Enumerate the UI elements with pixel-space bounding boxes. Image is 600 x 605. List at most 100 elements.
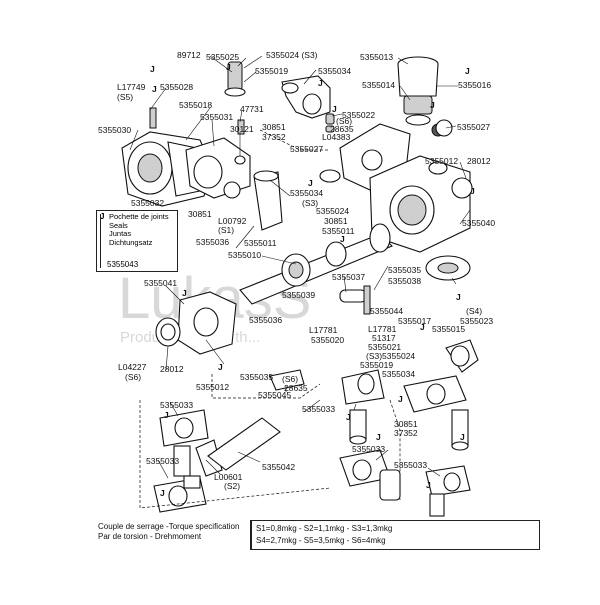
legend-line: Juntas	[109, 229, 132, 238]
part-label: L00792	[218, 216, 247, 226]
seal-marker: J	[152, 84, 157, 94]
part-label: 5355034	[318, 66, 351, 76]
part-label: 5355033	[352, 444, 385, 454]
part-label: 5355024 (S3)	[266, 50, 318, 60]
part-label: 5355027	[457, 122, 490, 132]
legend-line: Dichtungsatz	[109, 237, 153, 247]
part-label: 5355015	[432, 324, 465, 334]
part-label: 5355019	[255, 66, 288, 76]
part-label: 5355041	[144, 278, 177, 288]
part-label: 5355012	[196, 382, 229, 392]
assembly-dashed-lines	[139, 129, 401, 509]
part-label: (S4)	[466, 306, 482, 316]
torque-specification: Couple de serrage -Torque specification …	[98, 520, 540, 550]
part-label: 5355017	[398, 316, 431, 326]
part-label: 5355013	[360, 52, 393, 62]
part-label: (S6)	[125, 372, 141, 382]
part-label: 5355012	[425, 156, 458, 166]
seal-marker: J	[456, 292, 461, 302]
torque-label-line: Par de torsion - Drehmoment	[98, 532, 202, 541]
seal-marker: J	[420, 322, 425, 332]
part-label: 5355035	[240, 372, 273, 382]
seal-marker: J	[332, 104, 337, 114]
seal-marker: J	[340, 234, 345, 244]
part-label: (S2)	[224, 481, 240, 491]
part-label: 5355040	[462, 218, 495, 228]
part-label: 5355024	[316, 206, 349, 216]
part-label: L04383	[322, 132, 351, 142]
seal-marker: J	[398, 394, 403, 404]
seal-marker: J	[465, 66, 470, 76]
part-labels: 89712 5355025 5355024 (S3) 5355019 53550…	[98, 50, 495, 491]
part-label: 5355011	[322, 226, 355, 236]
part-label: 89712	[177, 50, 201, 60]
part-label: 5355037	[332, 272, 365, 282]
part-label: 5355011	[244, 238, 277, 248]
seal-marker: J	[430, 100, 435, 110]
seal-marker: J	[150, 64, 155, 74]
part-label: 5355036	[249, 315, 282, 325]
torque-label: Couple de serrage -Torque specification …	[98, 522, 248, 542]
part-label: 28635	[330, 124, 354, 134]
part-label: 5355025	[206, 52, 239, 62]
part-label: 28012	[467, 156, 491, 166]
part-label: L17781	[309, 325, 338, 335]
seal-marker: J	[460, 432, 465, 442]
part-label: (S6)	[282, 374, 298, 384]
part-label: 5355036	[196, 237, 229, 247]
part-label: 30851	[262, 122, 286, 132]
seal-marker: J	[164, 410, 169, 420]
seal-marker: J	[182, 288, 187, 298]
part-label: 5355033	[302, 404, 335, 414]
part-label: 5355031	[200, 112, 233, 122]
seal-marker: J	[218, 362, 223, 372]
part-label: 5355023	[460, 316, 493, 326]
seal-marker: J	[346, 412, 351, 422]
part-label: 5355020	[311, 335, 344, 345]
part-label: 28012	[160, 364, 184, 374]
torque-values-line: S1=0,8mkg - S2=1,1mkg - S3=1,3mkg	[256, 524, 393, 533]
part-label: 30851	[188, 209, 212, 219]
part-label: 5355045	[258, 390, 291, 400]
torque-values-box: S1=0,8mkg - S2=1,1mkg - S3=1,3mkg S4=2,7…	[250, 520, 540, 550]
part-label: (S6)	[336, 116, 352, 126]
seal-markers: J J J J J J J J J J J J J J J J J J J J …	[150, 62, 475, 498]
seal-marker: J	[426, 480, 431, 490]
part-label: 5355033	[160, 400, 193, 410]
part-label: 5355019	[360, 360, 393, 370]
legend-marker: J	[100, 212, 105, 221]
part-label: 5355014	[362, 80, 395, 90]
part-label: 37352	[262, 132, 286, 142]
part-label: 5355034	[382, 369, 415, 379]
part-label: L17749	[117, 82, 146, 92]
part-label: 5355021	[368, 342, 401, 352]
part-label: L00601	[214, 472, 243, 482]
part-label: (S1)	[218, 225, 234, 235]
legend-line: Seals	[109, 220, 128, 230]
part-label: 51317	[372, 333, 396, 343]
part-label: 5355028	[160, 82, 193, 92]
legend-arrow	[100, 214, 107, 268]
part-label: 5355016	[458, 80, 491, 90]
part-label: 5355044	[370, 306, 403, 316]
part-label: 5355035	[388, 265, 421, 275]
part-label: 30851	[394, 419, 418, 429]
torque-label-line: Couple de serrage -Torque specification	[98, 522, 240, 531]
seal-marker: J	[226, 62, 231, 72]
part-label: (S3)	[302, 198, 318, 208]
part-label: L04227	[118, 362, 147, 372]
part-label: (S5)	[117, 92, 133, 102]
part-label: 5355018	[179, 100, 212, 110]
part-label: 47731	[240, 104, 264, 114]
part-label: 30121	[230, 124, 254, 134]
seal-marker: J	[376, 432, 381, 442]
part-label: 28635	[284, 383, 308, 393]
part-label: 5355033	[146, 456, 179, 466]
seal-marker: J	[470, 186, 475, 196]
part-label: 5355034	[290, 188, 323, 198]
part-label: 5355032	[131, 198, 164, 208]
part-label: 5355039	[282, 290, 315, 300]
part-label: 5355010	[228, 250, 261, 260]
part-label: L17781	[368, 324, 397, 334]
seal-marker: J	[308, 178, 313, 188]
